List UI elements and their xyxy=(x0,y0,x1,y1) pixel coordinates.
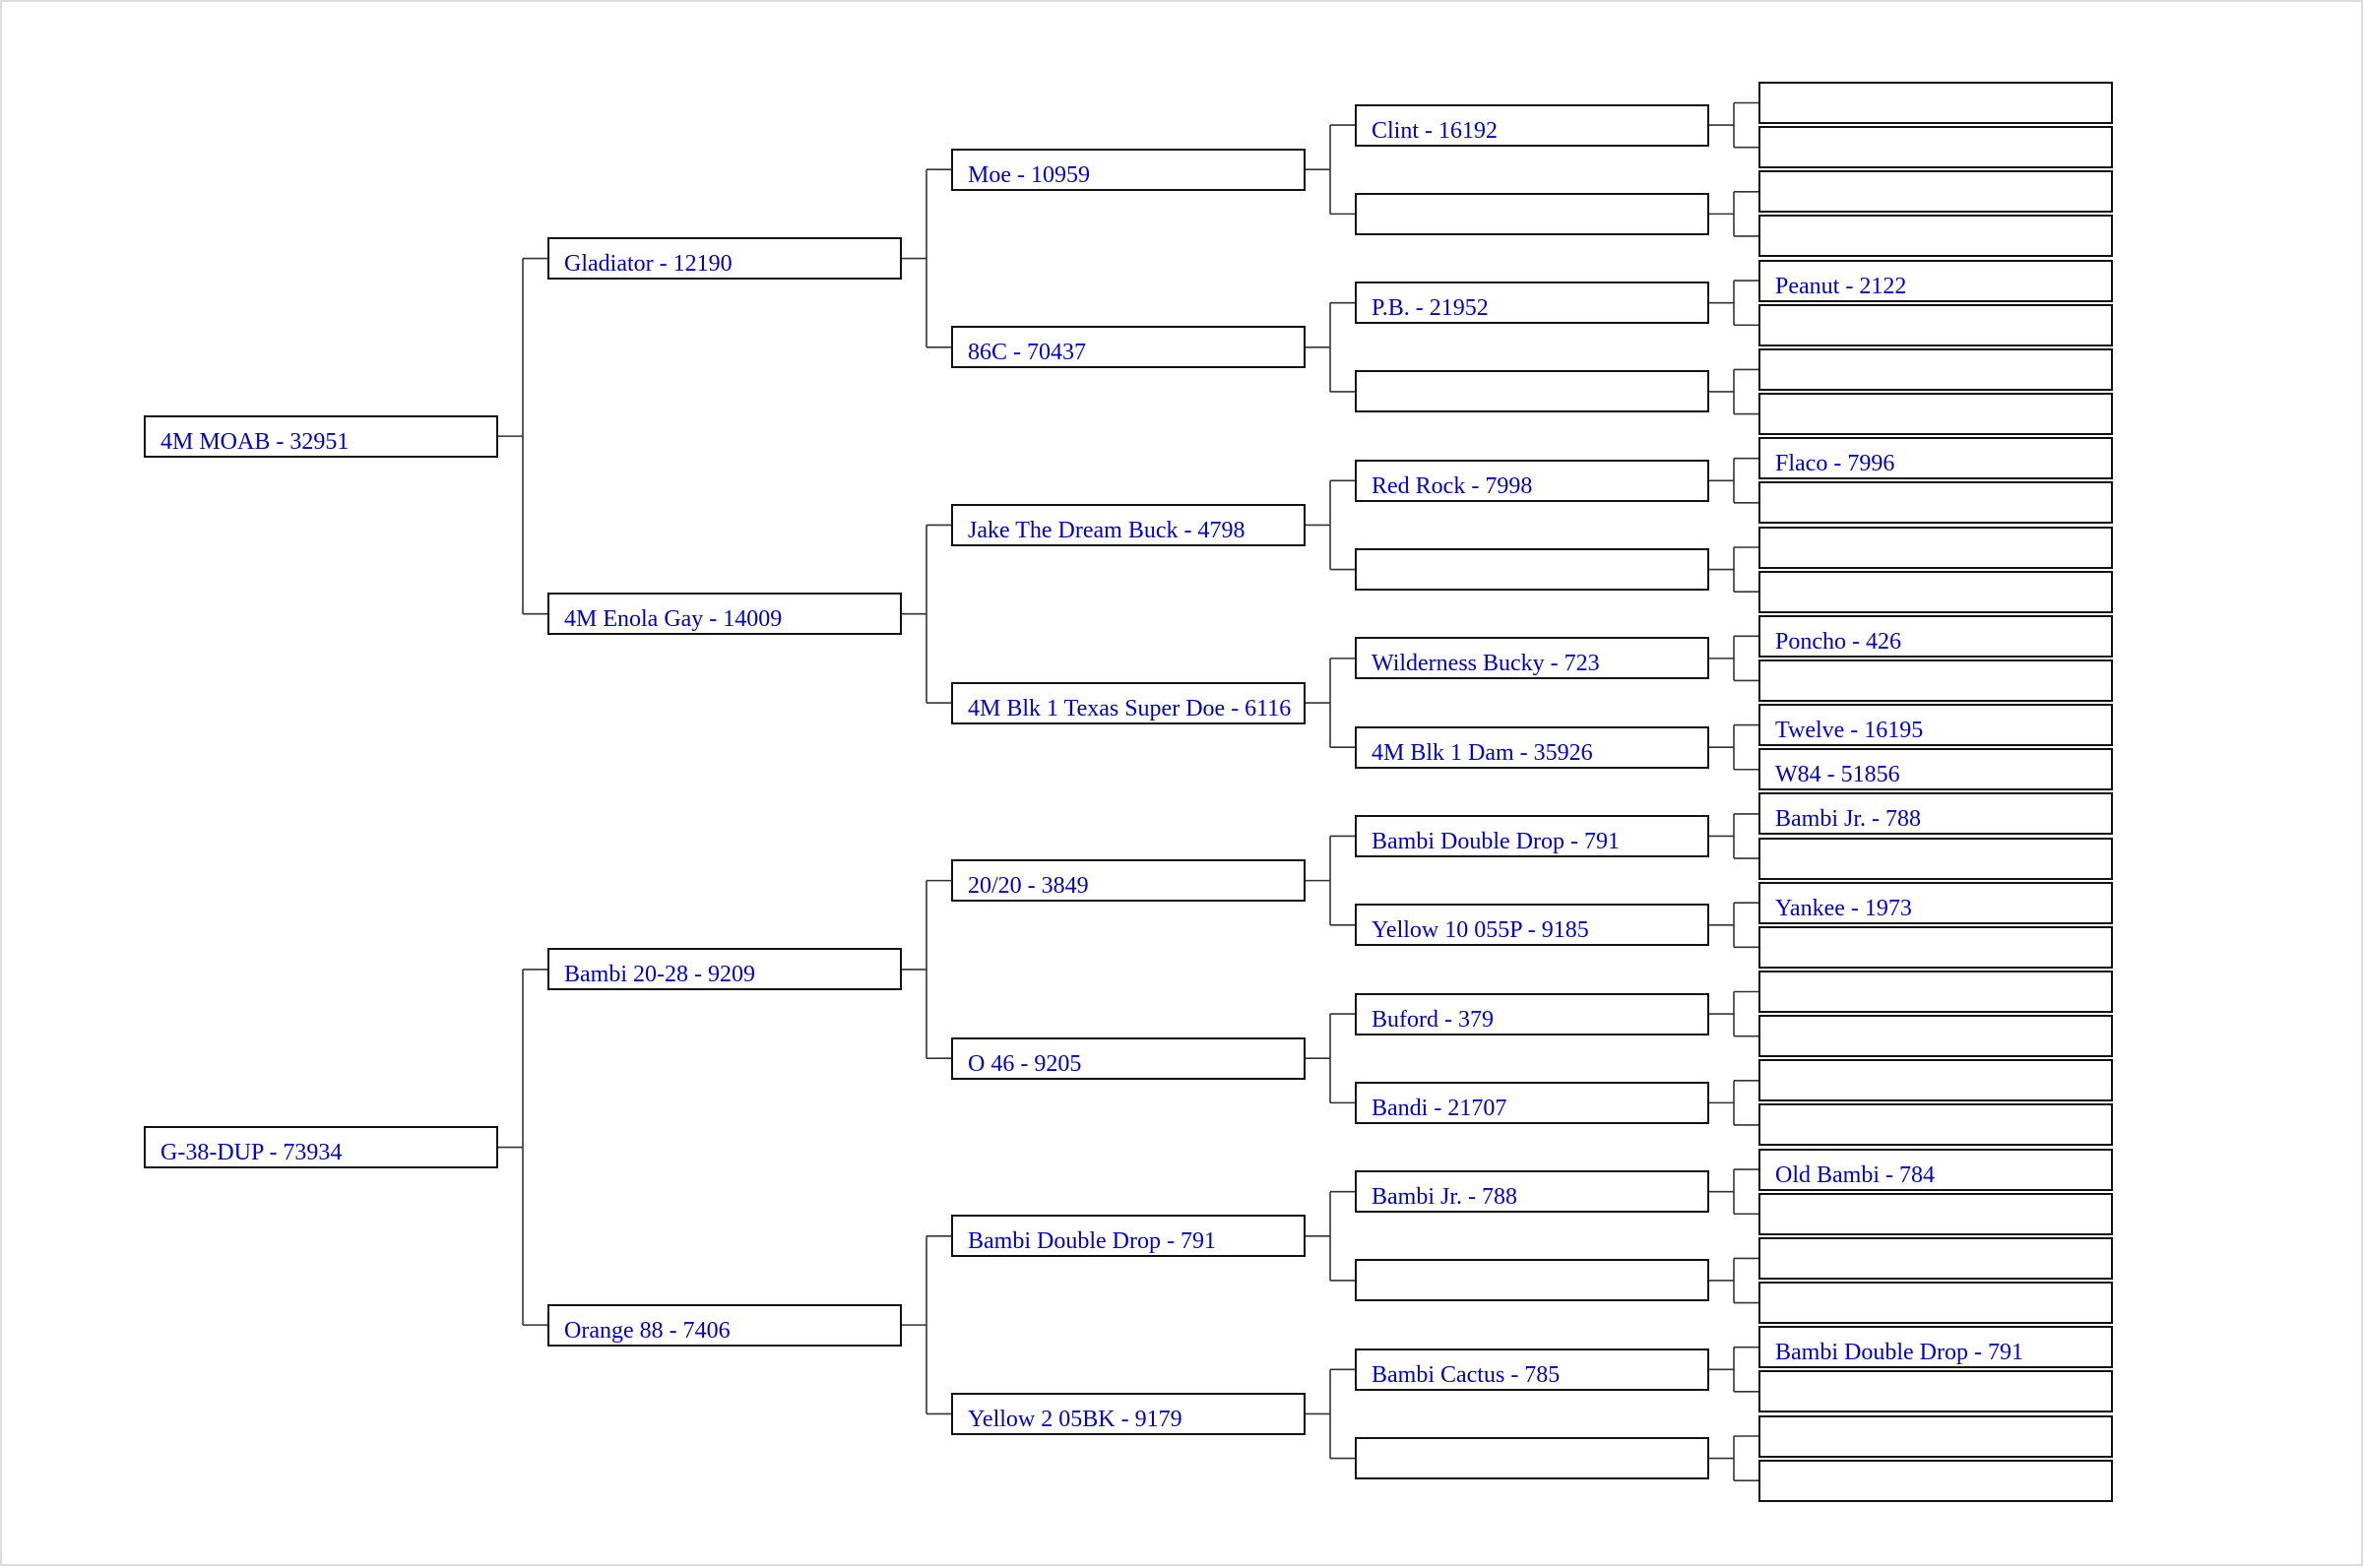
pedigree-node xyxy=(1758,1103,2113,1147)
pedigree-node-label: Yankee - 1973 xyxy=(1775,895,1912,921)
pedigree-node: Clint - 16192 xyxy=(1355,103,1709,147)
pedigree-node-label: Yellow 10 055P - 9185 xyxy=(1372,917,1589,944)
pedigree-node-label: Jake The Dream Buck - 4798 xyxy=(968,517,1245,543)
pedigree-node: Bambi 20-28 - 9209 xyxy=(547,948,902,991)
pedigree-node xyxy=(1758,971,2113,1013)
pedigree-node xyxy=(1758,170,2113,214)
pedigree-node xyxy=(1758,925,2113,969)
pedigree-node-label: 4M Blk 1 Texas Super Doe - 6116 xyxy=(968,695,1292,721)
pedigree-node xyxy=(1758,1192,2113,1235)
pedigree-node: 20/20 - 3849 xyxy=(951,859,1306,903)
pedigree-node xyxy=(1758,659,2113,702)
pedigree-node: P.B. - 21952 xyxy=(1355,282,1709,325)
pedigree-node-label: 4M Blk 1 Dam - 35926 xyxy=(1372,739,1593,766)
pedigree-node: Wilderness Bucky - 723 xyxy=(1355,637,1709,680)
pedigree-node: Yankee - 1973 xyxy=(1758,881,2113,924)
pedigree-node-label: Yellow 2 05BK - 9179 xyxy=(968,1406,1182,1432)
pedigree-node: Bambi Jr. - 788 xyxy=(1758,792,2113,836)
pedigree-node-label: Buford - 379 xyxy=(1372,1006,1494,1033)
pedigree-node-label: 4M MOAB - 32951 xyxy=(160,428,350,455)
pedigree-node xyxy=(1758,570,2113,613)
pedigree-node: Orange 88 - 7406 xyxy=(547,1303,902,1347)
pedigree-node: W84 - 51856 xyxy=(1758,748,2113,791)
pedigree-node: Peanut - 2122 xyxy=(1758,259,2113,302)
pedigree-node xyxy=(1758,126,2113,169)
pedigree-node xyxy=(1758,1282,2113,1325)
pedigree-node: Bambi Double Drop - 791 xyxy=(951,1215,1306,1258)
pedigree-node xyxy=(1355,548,1709,592)
pedigree-node xyxy=(1758,1414,2113,1458)
pedigree-node-label: Bandi - 21707 xyxy=(1372,1095,1507,1121)
pedigree-node-label: Twelve - 16195 xyxy=(1775,718,1924,744)
pedigree-node xyxy=(1355,370,1709,413)
pedigree-node xyxy=(1758,481,2113,525)
pedigree-node: Bambi Double Drop - 791 xyxy=(1758,1326,2113,1369)
pedigree-node xyxy=(1758,82,2113,124)
pedigree-node-label: Moe - 10959 xyxy=(968,161,1090,188)
pedigree-node: Moe - 10959 xyxy=(951,148,1306,191)
pedigree-node-label: Peanut - 2122 xyxy=(1775,273,1907,299)
pedigree-node-label: Bambi 20-28 - 9209 xyxy=(564,962,755,988)
pedigree-node-label: 86C - 70437 xyxy=(968,340,1086,366)
pedigree-node: 4M Blk 1 Texas Super Doe - 6116 xyxy=(951,681,1306,724)
pedigree-node: Bandi - 21707 xyxy=(1355,1081,1709,1124)
pedigree-node: 4M MOAB - 32951 xyxy=(144,414,498,458)
pedigree-node: Bambi Double Drop - 791 xyxy=(1355,814,1709,857)
pedigree-node-label: Orange 88 - 7406 xyxy=(564,1317,731,1344)
pedigree-node xyxy=(1355,1259,1709,1302)
pedigree-node: Old Bambi - 784 xyxy=(1758,1148,2113,1191)
pedigree-node: 4M Blk 1 Dam - 35926 xyxy=(1355,725,1709,769)
pedigree-node-label: Poncho - 426 xyxy=(1775,628,1901,655)
pedigree-node xyxy=(1355,192,1709,235)
pedigree-node-label: Bambi Cactus - 785 xyxy=(1372,1361,1561,1388)
pedigree-node-label: 4M Enola Gay - 14009 xyxy=(564,606,783,633)
pedigree-node xyxy=(1758,1015,2113,1058)
pedigree-node-label: Bambi Double Drop - 791 xyxy=(1775,1340,2023,1366)
pedigree-node-label: G-38-DUP - 73934 xyxy=(160,1140,343,1166)
pedigree-node: 4M Enola Gay - 14009 xyxy=(547,593,902,636)
pedigree-node-label: Gladiator - 12190 xyxy=(564,251,733,278)
pedigree-node-label: Flaco - 7996 xyxy=(1775,451,1895,477)
pedigree-node-label: Bambi Double Drop - 791 xyxy=(1372,828,1620,854)
pedigree-node: Flaco - 7996 xyxy=(1758,437,2113,480)
pedigree-node: Yellow 2 05BK - 9179 xyxy=(951,1392,1306,1435)
pedigree-node: Twelve - 16195 xyxy=(1758,704,2113,747)
pedigree-node-label: W84 - 51856 xyxy=(1775,762,1900,788)
pedigree-node: Bambi Jr. - 788 xyxy=(1355,1170,1709,1214)
pedigree-node xyxy=(1758,1459,2113,1502)
pedigree-node-label: Red Rock - 7998 xyxy=(1372,472,1533,499)
pedigree-node xyxy=(1758,837,2113,880)
pedigree-node xyxy=(1758,1059,2113,1102)
pedigree-node xyxy=(1758,1236,2113,1280)
pedigree-node xyxy=(1758,215,2113,258)
pedigree-node: G-38-DUP - 73934 xyxy=(144,1126,498,1169)
pedigree-node xyxy=(1758,526,2113,569)
pedigree-node: O 46 - 9205 xyxy=(951,1036,1306,1080)
pedigree-node-label: 20/20 - 3849 xyxy=(968,873,1089,900)
pedigree-node-label: Bambi Double Drop - 791 xyxy=(968,1228,1216,1255)
pedigree-node: 86C - 70437 xyxy=(951,326,1306,369)
pedigree-node xyxy=(1758,303,2113,346)
pedigree-node xyxy=(1758,393,2113,436)
pedigree-node: Buford - 379 xyxy=(1355,992,1709,1035)
pedigree-node: Bambi Cactus - 785 xyxy=(1355,1348,1709,1391)
pedigree-node-label: Bambi Jr. - 788 xyxy=(1775,806,1921,833)
pedigree-node-label: Bambi Jr. - 788 xyxy=(1372,1184,1517,1211)
pedigree-node xyxy=(1758,347,2113,391)
pedigree-node: Red Rock - 7998 xyxy=(1355,459,1709,502)
pedigree-node xyxy=(1758,1370,2113,1413)
pedigree-node-label: Clint - 16192 xyxy=(1372,117,1499,144)
pedigree-node: Gladiator - 12190 xyxy=(547,237,902,281)
pedigree-node: Yellow 10 055P - 9185 xyxy=(1355,904,1709,947)
pedigree-node: Poncho - 426 xyxy=(1758,614,2113,658)
pedigree-node xyxy=(1355,1437,1709,1480)
pedigree-node-label: Old Bambi - 784 xyxy=(1775,1161,1935,1188)
pedigree-node-label: O 46 - 9205 xyxy=(968,1050,1082,1077)
pedigree-node-label: Wilderness Bucky - 723 xyxy=(1372,651,1600,677)
pedigree-node: Jake The Dream Buck - 4798 xyxy=(951,503,1306,546)
pedigree-node-label: P.B. - 21952 xyxy=(1372,295,1489,322)
